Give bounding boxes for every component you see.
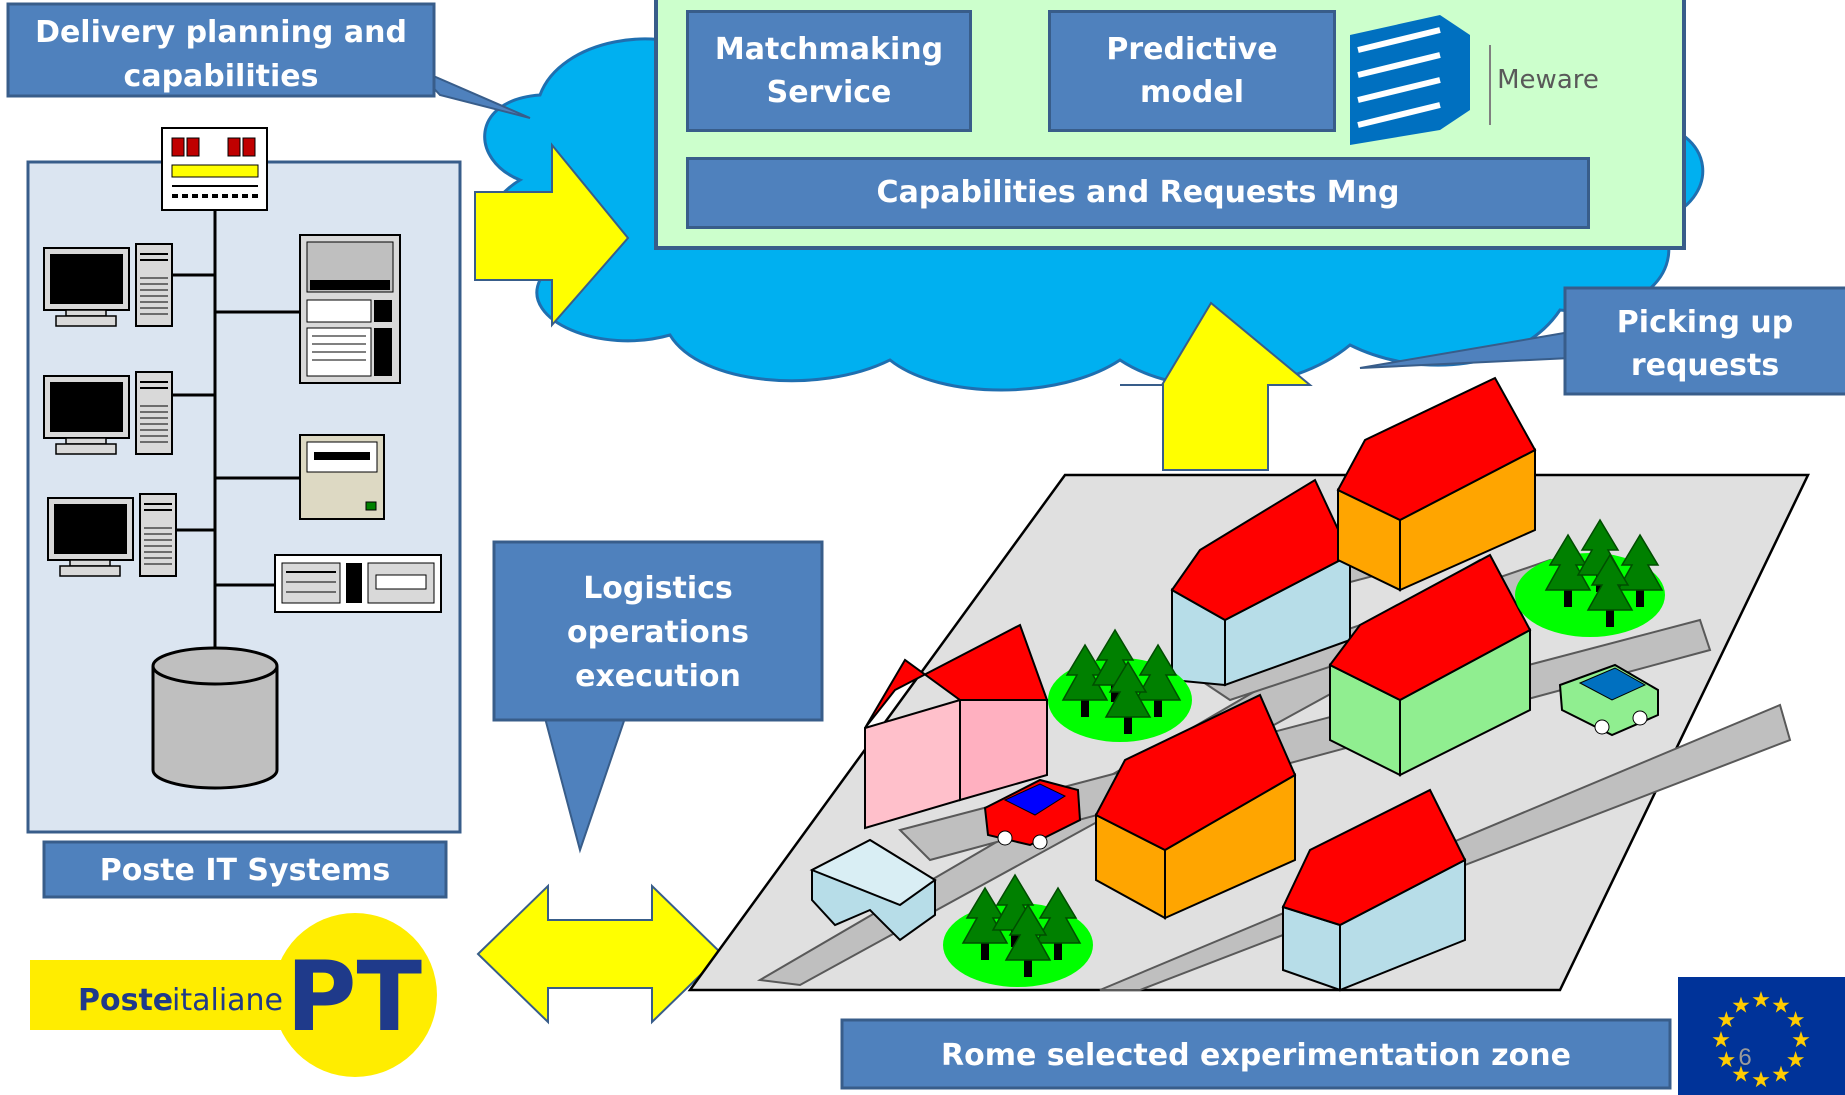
- delivery-planning-callout: [6, 2, 531, 119]
- eu-star-icon: ★: [1731, 1063, 1751, 1088]
- eu-star-icon: ★: [1717, 1048, 1737, 1073]
- poste-logo-light: italiane: [172, 983, 283, 1018]
- predictive-line1: Predictive: [1106, 31, 1278, 67]
- car-icon: [1558, 663, 1659, 737]
- logistics-line2: operations: [567, 615, 749, 650]
- eu-star-icon: ★: [1751, 988, 1771, 1013]
- poste-it-label-bar: [42, 840, 448, 899]
- eu-star-icon: ★: [1711, 1028, 1731, 1053]
- mainframe-icon: [299, 234, 401, 384]
- server-icon: [299, 434, 385, 520]
- server-rack-icon: [161, 127, 268, 211]
- capabilities-bar-label: Capabilities and Requests Mng: [876, 175, 1400, 211]
- rome-zone-label: Rome selected experimentation zone: [941, 1038, 1571, 1073]
- eu-flag-icon: ★★★★★★★★★★★★: [1678, 977, 1845, 1095]
- database-icon: [151, 646, 279, 790]
- predictive-line2: model: [1140, 75, 1244, 110]
- eu-star-icon: ★: [1731, 993, 1751, 1018]
- house-green: [1328, 553, 1532, 777]
- logistics-callout: [492, 540, 824, 854]
- double-arrow-icon: [476, 883, 724, 1025]
- meware-logo-text: Meware: [1497, 65, 1599, 95]
- eu-star-icon: ★: [1771, 1063, 1791, 1088]
- matchmaking-line1: Matchmaking: [714, 31, 944, 67]
- tree-grove: [1515, 519, 1665, 637]
- tree-grove: [1048, 629, 1192, 742]
- eu-star-icon: ★: [1771, 993, 1791, 1018]
- house-pink: [864, 623, 1049, 830]
- garage-icon: [809, 838, 937, 942]
- delivery-planning-line1: Delivery planning and: [35, 15, 407, 50]
- storage-unit-icon: [274, 554, 442, 613]
- poste-logo-pt: PT: [286, 941, 422, 1053]
- poste-it-systems-label: Poste IT Systems: [100, 853, 390, 888]
- picking-up-callout: [1359, 286, 1845, 396]
- eu-star-icon: ★: [1717, 1008, 1737, 1033]
- tree-grove: [943, 874, 1093, 987]
- arrow-to-cloud: [474, 142, 630, 328]
- eu-star-icon: ★: [1751, 1068, 1771, 1093]
- house-orange-front: [1094, 693, 1297, 920]
- eu-star-icon: ★: [1786, 1048, 1806, 1073]
- logistics-line1: Logistics: [583, 571, 733, 606]
- house-blue: [1170, 478, 1352, 687]
- house-orange-back: [1336, 376, 1537, 592]
- meware-logo-icon: [1350, 15, 1491, 145]
- slide-number: 6: [1738, 1044, 1751, 1071]
- poste-logo-bold: Poste: [78, 983, 173, 1018]
- eu-star-icon: ★: [1786, 1008, 1806, 1033]
- logistics-line3: execution: [575, 659, 741, 694]
- picking-up-line2: requests: [1631, 348, 1779, 383]
- arrow-up-icon: [1120, 301, 1313, 471]
- capabilities-requests-bar: Capabilities and Requests Mng: [686, 157, 1590, 229]
- predictive-model-box: Predictive model: [1048, 10, 1336, 132]
- network-lines: [170, 210, 300, 650]
- car-icon: [983, 778, 1082, 850]
- poste-italiane-logo: [30, 913, 437, 1077]
- rome-zone-label-bar: [840, 1018, 1672, 1090]
- picking-up-line1: Picking up: [1617, 305, 1793, 340]
- delivery-planning-line2: capabilities: [124, 59, 319, 94]
- eu-star-icon: ★: [1791, 1028, 1811, 1053]
- matchmaking-line2: Service: [766, 75, 892, 110]
- house-blue-front: [1281, 788, 1467, 992]
